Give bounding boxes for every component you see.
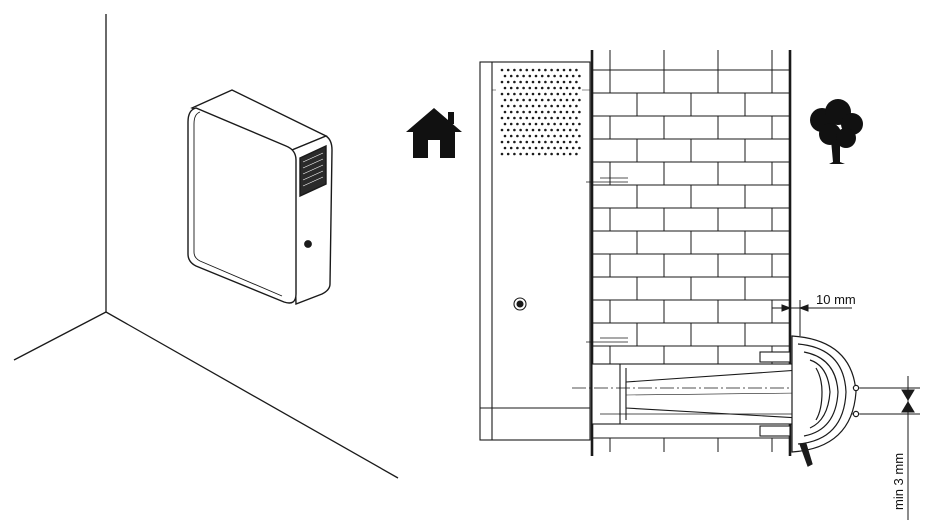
slope-dimension — [860, 376, 920, 520]
gap-dimension-label: 10 mm — [816, 292, 856, 307]
wall-duct — [572, 351, 860, 437]
unit-section — [479, 61, 628, 441]
ventilation-unit — [187, 89, 333, 306]
slope-dimension-label: min 3 mm — [891, 453, 906, 510]
house-icon — [406, 108, 462, 158]
room-corner — [13, 14, 399, 479]
gap-dimension — [772, 300, 852, 336]
tree-icon — [810, 99, 863, 164]
external-hood — [791, 335, 860, 467]
